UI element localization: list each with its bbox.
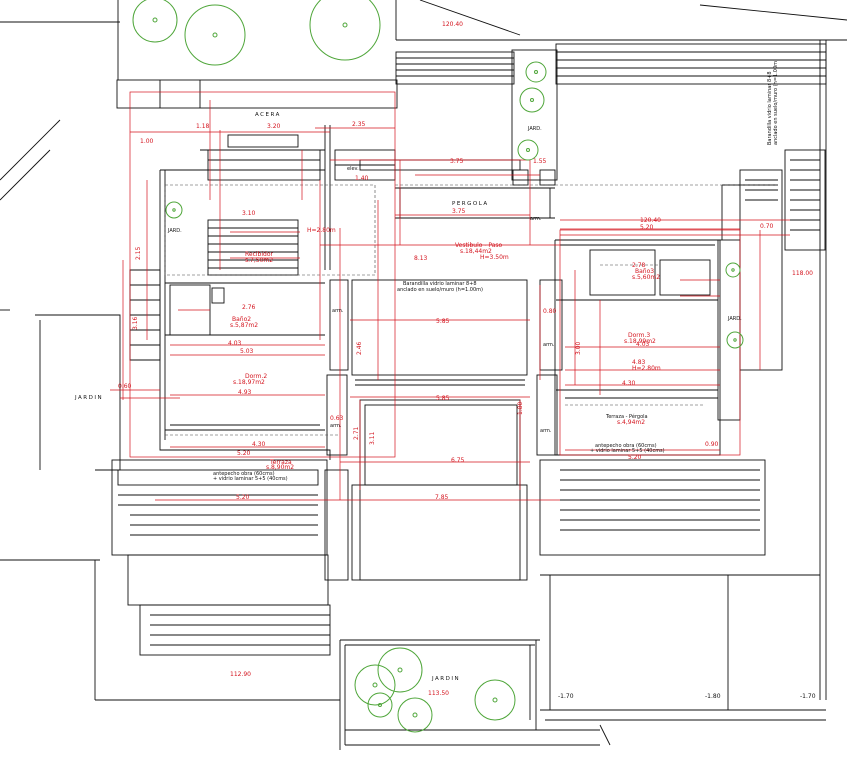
level-right-mid: 118.00 [792,270,813,277]
dim-4-03a: 4.03 [228,340,242,347]
dim-3-00: 3.00 [575,341,582,355]
dim-4-30a: 4.30 [252,441,266,448]
dim-8-13: 8.13 [414,255,428,262]
note-antepecho-left-2: + vidrio laminar 5+5 (40cms) [213,476,288,482]
room-dorm3-area: s.18,99m2 [624,338,656,345]
dim-0-80: 0.80 [543,308,557,315]
room-bano3-name: Baño3 [635,268,654,275]
label-elev: elev. [347,166,359,172]
room-bano2-area: s.5,87m2 [230,322,258,329]
room-bano2-name: Baño2 [232,316,251,323]
label-arm-4: arm. [530,216,542,222]
label-arm-5: arm. [540,428,552,434]
dim-0-63: 0.63 [330,415,344,422]
note-barandilla-right-2: anclado en suelo/muro (h=1.00m) [773,59,779,145]
room-vestibulo-h: H=3.50m [480,254,509,261]
label-jard-right: JARD. [727,316,742,322]
dim-2-35: 2.35 [352,121,366,128]
room-dorm2-name: Dorm.2 [245,373,267,380]
room-vestibulo-name: Vestibulo - Paso [455,242,503,249]
level-bottom-left: 112.90 [230,671,251,678]
dim-1-80: 1.80 [517,401,524,415]
label-acera: ACERA [255,112,281,118]
label-jard-left: JARD. [167,228,182,234]
room-terraza-left-name: Terraza [269,459,292,466]
dimension-lines [110,91,790,501]
label-arm-2: arm. [543,342,555,348]
dim-1-00: 1.00 [140,138,154,145]
label-jardin-bottom: JARDIN [431,676,460,682]
dim-2-46: 2.46 [356,341,363,355]
dim-1-55: 1.55 [533,158,547,165]
dim-3-11: 3.11 [369,431,376,445]
dim-5-85a: 5.85 [436,318,450,325]
room-terraza-left-area: s.8,90m2 [266,464,294,471]
room-terraza-right-name: Terraza - Pérgola [605,413,648,420]
dim-1-18: 1.18 [196,123,210,130]
note-barandilla-center-1: Barandilla vidrio laminar 8+8 [403,281,477,287]
dim-4-93: 4.93 [238,389,252,396]
level-top: 120.40 [442,21,463,28]
dim-4-03b: 4.03 [636,341,650,348]
room-h-280: H=2.80m [307,227,336,234]
dim-3-75a: 3.75 [450,158,464,165]
note-antepecho-right-2: + vidrio laminar 5+5 (40cms) [590,448,665,454]
level-minus-1: -1.70 [558,693,574,700]
dim-7-85: 7.85 [435,494,449,501]
room-dorm3-h: H=2.80m [632,365,661,372]
dim-0-60: 0.60 [118,383,132,390]
dim-3-20: 3.20 [267,123,281,130]
dim-3-10: 3.10 [242,210,256,217]
label-jardin-left: JARDIN [74,395,103,401]
dim-5-20a: 5.20 [640,224,654,231]
note-barandilla-center-2: anclado en suelo/muro (h=1.00m) [397,287,483,293]
dim-4-30b: 4.30 [622,380,636,387]
dim-2-71: 2.71 [353,426,360,440]
note-antepecho-right-1: antepecho obra (60cms) [595,443,657,449]
dim-5-85b: 5.85 [436,395,450,402]
label-pergola: PERGOLA [452,201,489,207]
level-right-top: 120.40 [640,217,661,224]
room-dorm3-name: Dorm.3 [628,332,650,339]
trees [132,0,744,733]
dim-6-75: 6.75 [451,457,465,464]
dim-5-20b: 5.20 [236,494,250,501]
dim-5-20c: 5.20 [628,454,642,461]
room-vestibulo-area: s.18,44m2 [460,248,492,255]
dim-1-40: 1.40 [355,175,369,182]
dim-0-90: 0.90 [705,441,719,448]
dim-5-03: 5.03 [240,348,254,355]
level-bottom-garden: 113.50 [428,690,449,697]
level-minus-3: -1.70 [800,693,816,700]
label-jard-top: JARD. [527,126,542,132]
dim-2-15: 2.15 [135,246,142,260]
dim-2-76: 2.76 [242,304,256,311]
label-arm-1: arm. [332,308,344,314]
room-recibidor-name: Recibidor [245,251,274,258]
dim-3-16: 3.16 [132,316,139,330]
dim-3-75b: 3.75 [452,208,466,215]
dim-2-78: 2.78 [632,262,646,269]
dim-4-83: 4.83 [632,359,646,366]
room-dorm2-area: s.18,97m2 [233,379,265,386]
dim-0-70: 0.70 [760,223,774,230]
dashed-lines [164,184,780,436]
level-minus-2: -1.80 [705,693,721,700]
dim-5-20d: 5.20 [237,450,251,457]
room-terraza-right-area: s.4,94m2 [617,419,645,426]
room-recibidor-area: s.7,50m2 [245,257,273,264]
room-bano3-area: s.5,60m2 [632,274,660,281]
note-antepecho-left-1: antepecho obra (60cms) [213,471,275,477]
note-barandilla-right-1: Barandilla vidrio laminar 8+8 [767,71,773,145]
label-arm-3: arm. [330,423,342,429]
